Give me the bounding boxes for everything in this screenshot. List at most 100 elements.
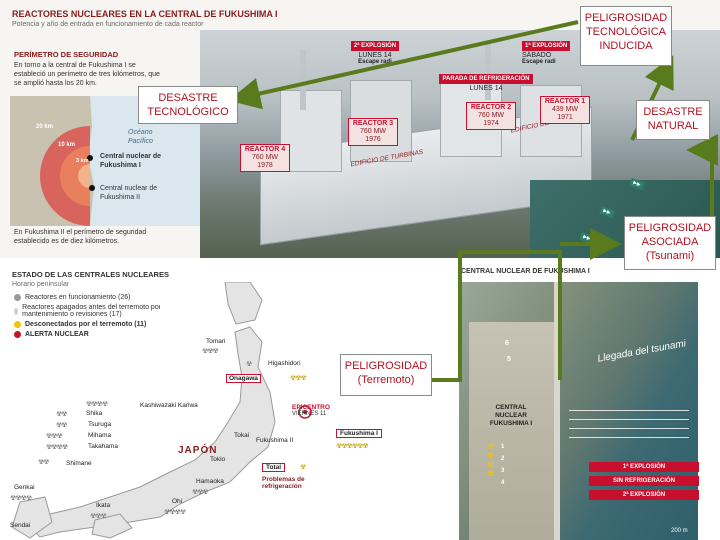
- city-tokai: Tokai: [234, 432, 250, 439]
- unit-number-4: 4: [501, 480, 505, 486]
- legend-item-alert: ALERTA NUCLEAR: [14, 331, 164, 338]
- legend-label: Desconectados por el terremoto (11): [25, 321, 147, 328]
- city-shika: Shika: [86, 410, 103, 417]
- explosion1-label: 1ª EXPLOSIÓN SÁBADO Escape radi: [522, 34, 584, 65]
- reactor-icons: ☢☢: [56, 411, 68, 418]
- ocean-label: Océano Pacífico: [128, 129, 153, 145]
- reactor-icons-disconnected: ☢: [300, 464, 306, 471]
- total-label: Total: [266, 464, 282, 471]
- perimeter-text: En torno a la central de Fukushima I se …: [14, 62, 160, 87]
- reactor-icons: ☢☢☢: [202, 348, 219, 355]
- aerial-title: CENTRAL NUCLEAR DE FUKUSHIMA I: [461, 268, 590, 275]
- legend-swatch: [14, 294, 21, 301]
- reactor1-year: 1971: [557, 114, 573, 121]
- plant1-label: Central nuclear de Fukushima I: [100, 153, 162, 169]
- city-shimane: Shimane: [66, 460, 92, 467]
- ring-label-20km: 20 km: [36, 124, 54, 130]
- epicenter-dot: [303, 410, 307, 414]
- honshu-island: [29, 326, 276, 538]
- reactor4-name: REACTOR 4: [244, 146, 286, 153]
- exhaust-stack: [300, 50, 306, 110]
- unit-number-6: 6: [505, 340, 509, 347]
- reactor2-power: 760 MW: [477, 112, 505, 119]
- city-tomari: Tomari: [206, 338, 226, 345]
- status-panel: ESTADO DE LAS CENTRALES NUCLEARES Horari…: [0, 262, 455, 540]
- reactor-icons: ☢☢☢: [90, 513, 107, 520]
- city-takahama: Takahama: [88, 443, 118, 450]
- cooling-stop-label: PARADA DE REFRIGERACIÓN LUNES 14: [416, 67, 556, 92]
- cooling-note: Problemas de refrigeración: [262, 476, 305, 490]
- city-fukushima-i-label: Fukushima I: [340, 430, 378, 437]
- japan-map: [11, 282, 455, 540]
- city-fukushima-i: Fukushima I: [336, 429, 382, 438]
- reactor-icons: ☢☢☢: [46, 433, 63, 440]
- top-panel-subtitle: Potencia y año de entrada en funcionamie…: [12, 21, 204, 28]
- legend-label: Reactores en funcionamiento (26): [25, 294, 131, 301]
- reactor1-power: 439 MW: [551, 106, 579, 113]
- city-fukushima-ii: Fukushima II: [256, 437, 294, 444]
- legend-first-explosion: 1ª EXPLOSIÓN: [589, 462, 699, 472]
- city-genkai: Genkai: [14, 484, 35, 491]
- city-ikata: Ikata: [96, 502, 111, 509]
- epicenter-day: VIERNES 11: [292, 411, 327, 417]
- reactor-icons: ☢☢☢☢: [86, 401, 108, 408]
- reactor3-year: 1976: [365, 136, 381, 143]
- arrow-line: [569, 437, 689, 438]
- legend-label: ALERTA NUCLEAR: [25, 331, 89, 338]
- reactor1-label: REACTOR 1 439 MW 1971: [540, 96, 590, 124]
- scale-label: 200 m: [671, 528, 688, 534]
- perimeter-footer: En Fukushima II el perímetro de segurida…: [14, 229, 147, 245]
- ring-label-10km: 10 km: [58, 142, 76, 148]
- city-onagawa: Onagawa: [226, 374, 261, 383]
- unit-number-1: 1: [501, 444, 505, 450]
- ring-10km: [60, 146, 90, 206]
- reactor3-power: 760 MW: [359, 128, 387, 135]
- epicenter-label: EPICENTRO VIERNES 11: [292, 404, 330, 417]
- legend-second-explosion: 2ª EXPLOSIÓN: [589, 490, 699, 500]
- plant1-marker: [87, 155, 93, 161]
- kyushu-island: [11, 496, 53, 539]
- city-onagawa-label: Onagawa: [229, 375, 258, 382]
- tsunami-arrows: [569, 402, 689, 482]
- reactor-icons: ☢☢☢☢: [164, 509, 186, 516]
- reactor4-label: REACTOR 4 760 MW 1978: [240, 144, 290, 172]
- reactor-icons: ☢☢☢☢: [46, 444, 68, 451]
- top-panel-title: REACTORES NUCLEARES EN LA CENTRAL DE FUK…: [12, 9, 278, 19]
- city-hamaoka: Hamaoka: [196, 478, 224, 485]
- legend-label: Reactores apagados antes del terremoto p…: [22, 304, 162, 318]
- cooling-stop-tag: PARADA DE REFRIGERACIÓN: [439, 74, 533, 84]
- legend-item-disconnected: Desconectados por el terremoto (11): [14, 321, 164, 328]
- plant-reactor-icons: ☢☢☢☢: [487, 442, 494, 478]
- legend-swatch: [14, 307, 19, 315]
- arrow-line: [569, 410, 689, 411]
- explosion1-tag: 1ª EXPLOSIÓN: [522, 41, 571, 51]
- reactor-icons-alert: ☢☢☢☢☢☢: [336, 443, 369, 450]
- shikoku-island: [91, 513, 133, 539]
- plant2-marker: [89, 185, 95, 191]
- reactor4-year: 1978: [257, 162, 273, 169]
- reactor-icons: ☢☢☢: [192, 489, 209, 496]
- status-title: ESTADO DE LAS CENTRALES NUCLEARES: [12, 270, 169, 279]
- reactor-icons: ☢☢☢☢: [10, 495, 32, 502]
- epicenter-tag: EPICENTRO: [292, 404, 330, 411]
- total-box: Total: [262, 463, 286, 472]
- plant-label: CENTRAL NUCLEAR FUKUSHIMA I: [489, 404, 533, 427]
- status-legend: Reactores en funcionamiento (26) Reactor…: [14, 294, 164, 341]
- status-subtitle: Horario peninsular: [12, 281, 70, 288]
- hokkaido-island: [224, 282, 263, 325]
- explosion2-label: 2ª EXPLOSIÓN LUNES 14 Escape radi: [330, 34, 420, 65]
- callout-peligrosidad-terremoto: PELIGROSIDAD (Terremoto): [340, 354, 432, 396]
- reactor4-power: 760 MW: [251, 154, 279, 161]
- callout-desastre-natural: DESASTRE NATURAL: [636, 100, 710, 140]
- country-label: JAPÓN: [178, 445, 218, 456]
- city-sendai: Sendai: [10, 522, 31, 529]
- reactor3-name: REACTOR 3: [352, 120, 394, 127]
- perimeter-heading: PERÍMETRO DE SEGURIDAD: [14, 50, 119, 59]
- city-tokio: Tokio: [210, 456, 226, 463]
- reactor2-year: 1974: [483, 120, 499, 127]
- ring-3km: [78, 164, 90, 188]
- cooling-stop-day: LUNES 14: [469, 85, 503, 92]
- map-background: [160, 282, 455, 540]
- reactor-icons: ☢☢: [38, 459, 50, 466]
- legend-swatch: [14, 331, 21, 338]
